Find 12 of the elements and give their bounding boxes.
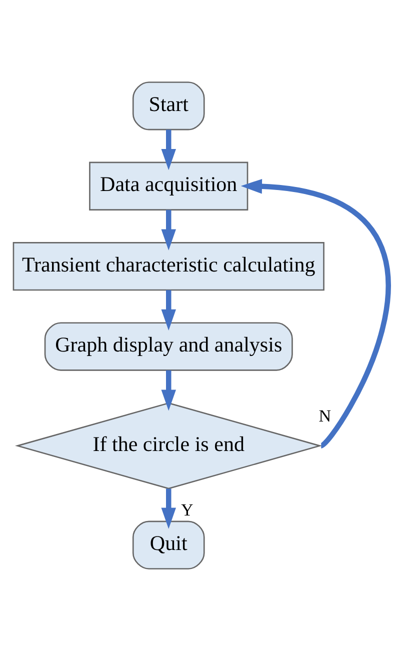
- edge-label: Y: [181, 500, 194, 519]
- node-box: Graph display and analysis: [44, 322, 293, 370]
- arrow: [161, 129, 176, 170]
- node-box: Start: [132, 81, 205, 130]
- arrow: [161, 488, 176, 528]
- node-box: Transient characteristic calculating: [12, 242, 324, 290]
- node-box: Quit: [132, 520, 205, 569]
- arrow: [240, 178, 391, 448]
- arrow: [161, 370, 176, 410]
- node-box: Data acquisition: [89, 161, 248, 210]
- arrow: [161, 290, 176, 330]
- arrow: [161, 209, 176, 250]
